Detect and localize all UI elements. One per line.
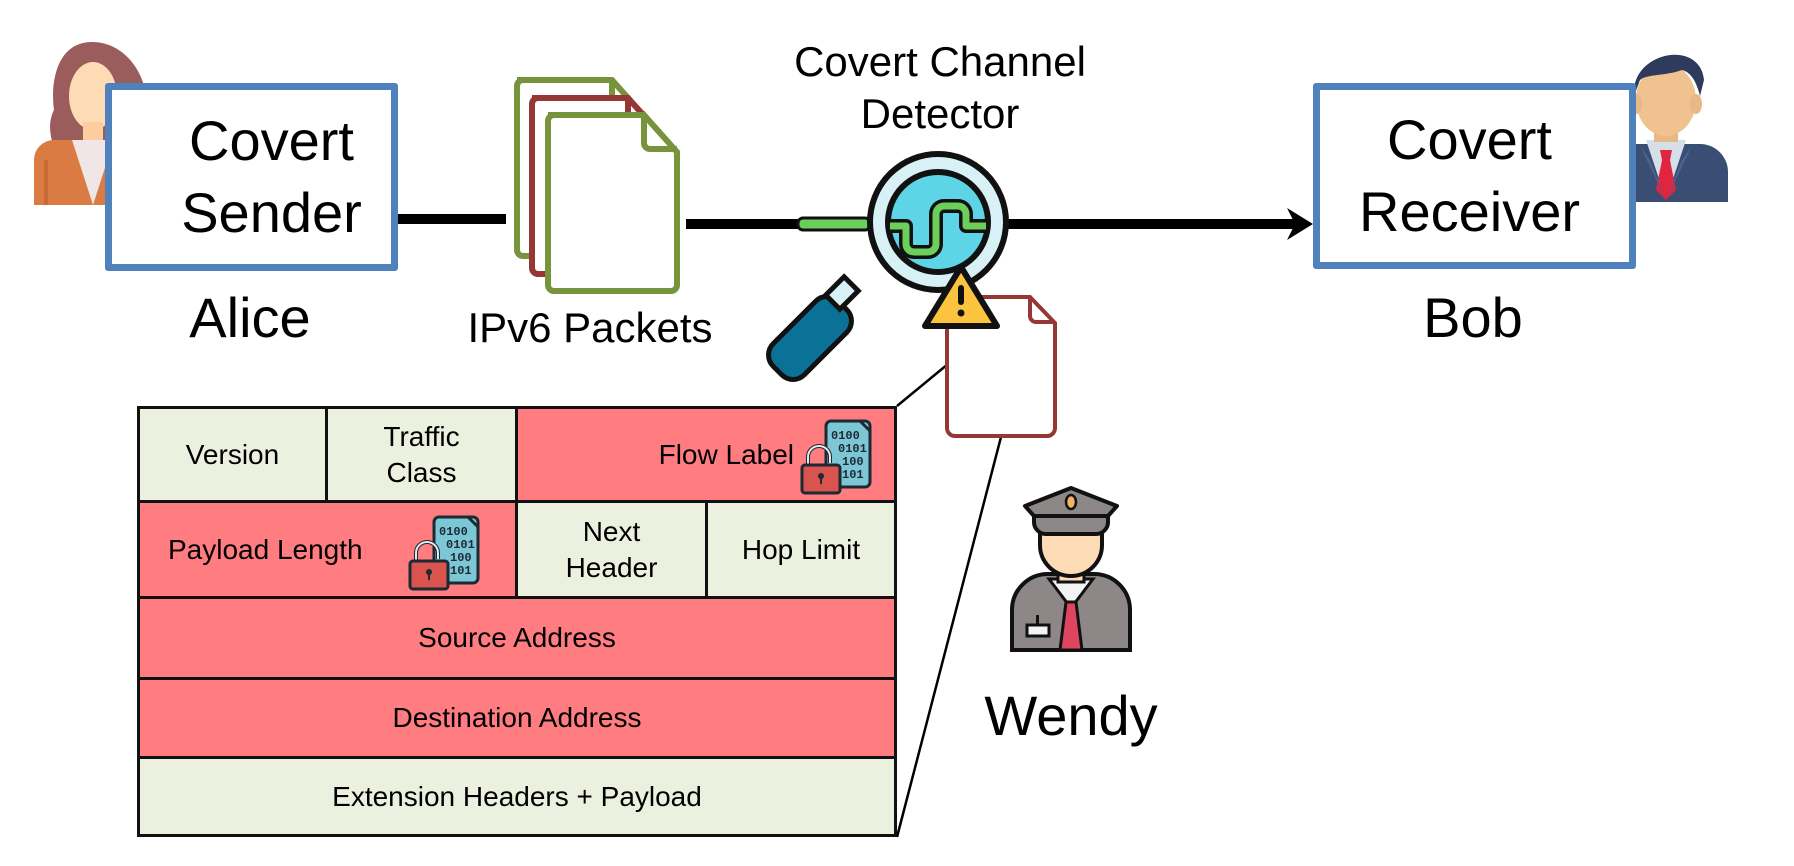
receiver-name: Bob: [1423, 286, 1523, 349]
field-next-header: Next Header: [515, 500, 708, 599]
field-extension-headers-payload-label: Extension Headers + Payload: [332, 780, 702, 812]
receiver-label-line2: Receiver: [1359, 180, 1580, 243]
zoom-connector-top: [896, 363, 949, 407]
field-flow-label-label: Flow Label: [658, 438, 794, 470]
detector-label: Covert Channel Detector: [740, 36, 1140, 140]
receiver-label-line1: Covert: [1387, 108, 1552, 171]
field-hop-limit-label: Hop Limit: [741, 533, 861, 565]
field-traffic-class: Traffic Class: [325, 406, 518, 503]
zoom-connector-bottom: [895, 436, 1003, 838]
detector-label-line1: Covert Channel: [794, 38, 1086, 85]
sender-name: Alice: [189, 286, 311, 349]
field-source-address-label: Source Address: [418, 622, 616, 653]
arrow-head-icon: [1287, 208, 1313, 240]
field-payload-length: Payload Length: [137, 500, 518, 599]
warning-triangle-icon: [922, 264, 1000, 329]
warden-name: Wendy: [984, 684, 1158, 747]
unlocked-binary-file-icon: [408, 515, 480, 591]
detector-probe: [796, 216, 872, 232]
police-officer-icon: [1010, 486, 1132, 652]
field-flow-label: Flow Label: [515, 406, 897, 503]
field-version-label: Version: [185, 438, 280, 470]
field-next-header-line1: Next: [582, 515, 641, 547]
field-payload-length-label: Payload Length: [168, 533, 363, 565]
ipv6-header-table: Version Traffic Class Flow Label Payload…: [137, 406, 897, 837]
field-source-address: Source Address: [137, 596, 897, 680]
detector-label-line2: Detector: [860, 90, 1020, 137]
magnifier-signal-icon: [766, 151, 1009, 382]
stacked-documents-icon: [514, 77, 680, 294]
field-destination-address-label: Destination Address: [392, 702, 642, 733]
sender-label-line1: Covert: [189, 109, 354, 172]
field-traffic-class-line2: Class: [386, 456, 457, 488]
unlocked-binary-file-icon: [800, 419, 872, 495]
sender-label-line2: Sender: [181, 181, 362, 244]
field-next-header-line2: Header: [565, 551, 658, 583]
field-extension-headers-payload: Extension Headers + Payload: [137, 756, 897, 837]
field-hop-limit: Hop Limit: [705, 500, 897, 599]
covert-sender-box: Covert Sender: [105, 83, 398, 271]
field-version: Version: [137, 406, 328, 503]
field-destination-address: Destination Address: [137, 677, 897, 759]
field-traffic-class-line1: Traffic: [383, 420, 460, 452]
covert-receiver-box: Covert Receiver: [1313, 83, 1636, 269]
packets-label: IPv6 Packets: [467, 304, 713, 351]
